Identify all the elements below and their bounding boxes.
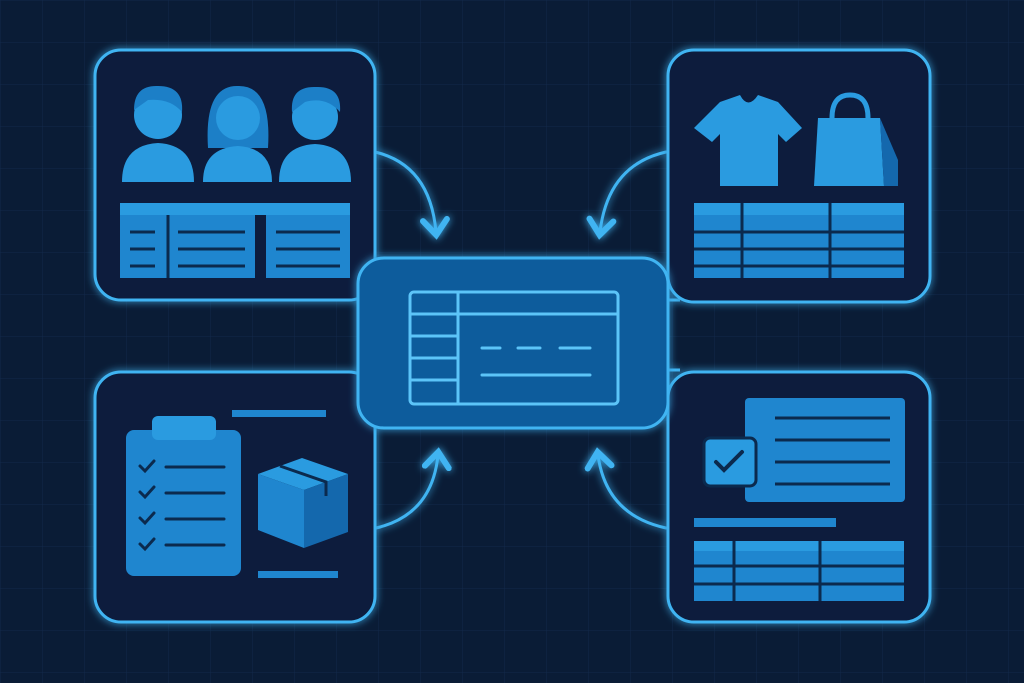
orders-panel [93,370,377,624]
curved-arrow-icon [586,150,668,240]
shopping-bag-icon [814,92,898,186]
table-icon [694,203,904,278]
t-shirt-icon [694,95,802,186]
checkbox-icon [702,436,758,488]
table-icon [120,203,350,278]
customers-panel [93,48,377,302]
central-database-panel [356,256,670,430]
curved-arrow-icon [584,447,668,530]
label-bar [258,571,338,578]
label-bar [232,410,326,417]
clipboard-checklist-icon [126,416,241,576]
table-icon [408,290,620,406]
products-panel [666,48,932,304]
package-box-icon [258,458,348,548]
document-icon [745,398,905,502]
table-icon [694,541,904,601]
curved-arrow-icon [373,150,450,240]
person-icon [203,85,272,182]
label-bar [694,518,836,527]
person-icon [122,85,194,182]
person-icon [279,86,351,182]
records-panel [666,370,932,624]
curved-arrow-icon [374,447,452,530]
